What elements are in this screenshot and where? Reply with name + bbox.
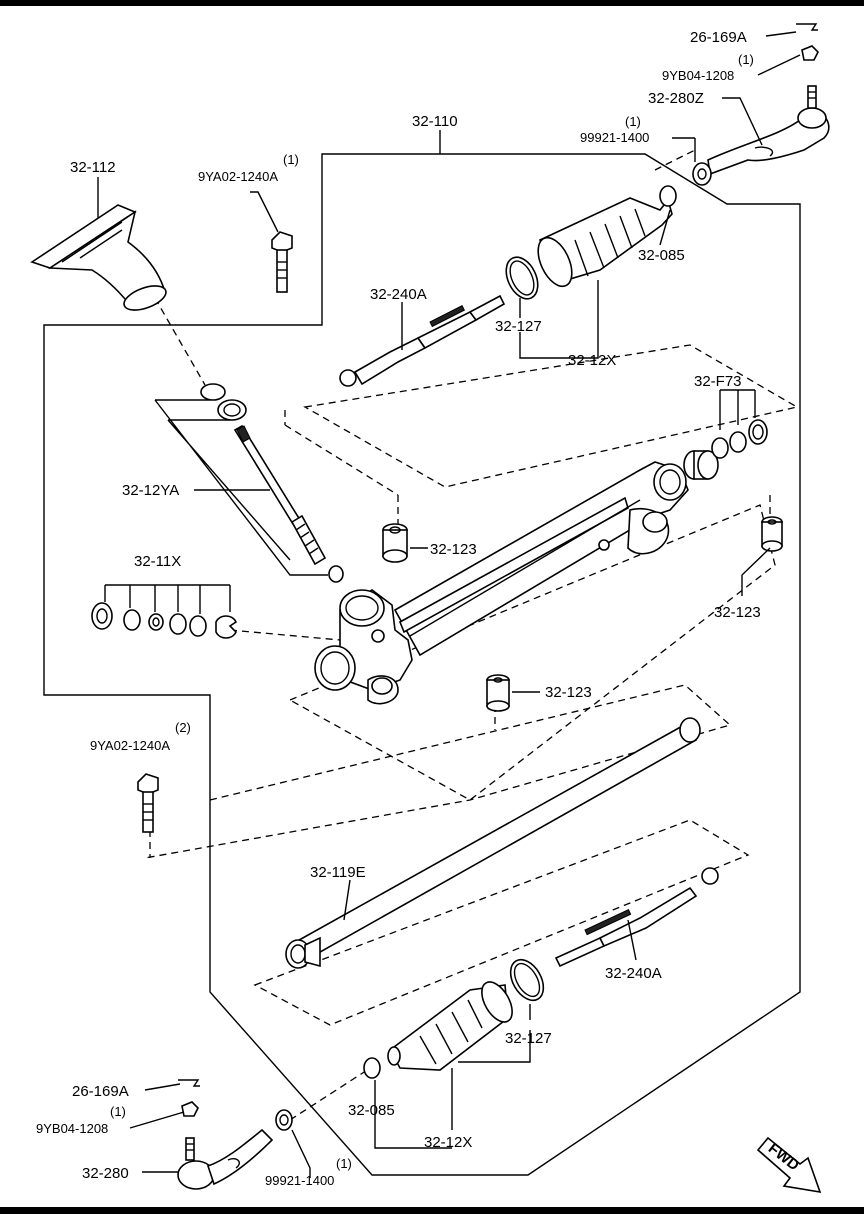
label-32-112: 32-112: [70, 159, 116, 176]
label-32-280z: 32-280Z: [648, 90, 704, 107]
label-32-110: 32-110: [412, 113, 458, 130]
gear-housing: [314, 461, 689, 705]
label-32-12x-top: 32-12X: [568, 352, 616, 369]
seal-kit-32-f73: [683, 419, 768, 480]
label-32-123-a: 32-123: [430, 541, 477, 558]
label-32-119e: 32-119E: [310, 864, 366, 881]
label-qty-9ya02-bottom: (2): [175, 720, 191, 735]
forward-arrow-icon: FWD: [756, 1136, 822, 1194]
bolt-9ya02-1240a-bottom: [137, 773, 159, 833]
bushing-32-123-c: [486, 674, 510, 712]
label-32-123-c: 32-123: [545, 684, 592, 701]
seal-kit-32-11x: [91, 602, 238, 639]
bolt-9ya02-1240a-top: [271, 231, 293, 293]
cotter-pin-26-169a-bottom: [178, 1079, 200, 1087]
label-32-240a-top: 32-240A: [370, 286, 427, 303]
label-9ya02-1240a-top: 9YA02-1240A: [198, 169, 278, 184]
label-26-169a-bottom: 26-169A: [72, 1083, 129, 1100]
nut-99921-1400-bottom: [275, 1109, 293, 1131]
cotter-pin-26-169a-top: [796, 23, 818, 31]
lower-tube-plane: [144, 684, 732, 859]
nut-9yb04-1208-top: [801, 45, 819, 61]
tie-rod-end-32-280z: [707, 85, 830, 176]
bushing-32-123-b: [761, 516, 783, 552]
pinion-32-12ya: [200, 383, 344, 583]
label-32-11x: 32-11X: [134, 553, 181, 570]
clamp-32-085-top: [659, 185, 677, 207]
label-32-123-b: 32-123: [714, 604, 761, 621]
tie-rod-32-240a-top: [339, 294, 506, 387]
leader-lines: [97, 31, 801, 1178]
clamp-ring-32-127-top: [505, 256, 539, 300]
label-32-085-bottom: 32-085: [348, 1102, 395, 1119]
boot-bellows-32-12x-bottom: [387, 981, 513, 1071]
boot-cover-32-112: [30, 204, 167, 311]
rack-tube-32-119e: [285, 717, 701, 969]
label-26-169a-top: 26-169A: [690, 29, 747, 46]
label-32-280: 32-280: [82, 1165, 129, 1182]
label-99921-1400-bottom: 99921-1400: [265, 1173, 334, 1188]
tie-rod-end-32-280: [177, 1128, 274, 1190]
clamp-32-085-bottom: [363, 1057, 381, 1079]
label-9ya02-1240a-bottom: 9YA02-1240A: [90, 738, 170, 753]
bottom-border-bar: [0, 1207, 864, 1214]
label-qty-99921-bottom: (1): [336, 1156, 352, 1171]
label-qty-9yb04-bottom: (1): [110, 1104, 126, 1119]
upper-rod-plane: [303, 344, 799, 488]
label-99921-1400-top: 99921-1400: [580, 130, 649, 145]
gear-housing-plane: [288, 504, 776, 801]
label-32-12ya: 32-12YA: [122, 482, 179, 499]
label-qty-99921-top: (1): [625, 114, 641, 129]
label-qty-9yb04-top: (1): [738, 52, 754, 67]
label-qty-9ya02-top: (1): [283, 152, 299, 167]
nut-99921-1400-top: [692, 162, 712, 186]
clamp-ring-32-127-bottom: [509, 958, 545, 1002]
label-32-12x-bottom: 32-12X: [424, 1134, 472, 1151]
label-9yb04-1208-bottom: 9YB04-1208: [36, 1121, 108, 1136]
boot-bellows-32-12x-top: [537, 197, 673, 288]
label-32-085-top: 32-085: [638, 247, 685, 264]
bushing-32-123-a: [382, 523, 408, 563]
top-border-bar: [0, 0, 864, 6]
label-32-127-top: 32-127: [495, 318, 542, 335]
nut-9yb04-1208-bottom: [181, 1101, 199, 1117]
assembly-outline: [43, 153, 801, 1176]
tie-rod-32-240a-bottom: [554, 867, 719, 968]
lower-rod-plane: [253, 819, 750, 1026]
label-9yb04-1208-top: 9YB04-1208: [662, 68, 734, 83]
label-32-127-bottom: 32-127: [505, 1030, 552, 1047]
label-32-240a-bottom: 32-240A: [605, 965, 662, 982]
label-32-f73: 32-F73: [694, 373, 742, 390]
